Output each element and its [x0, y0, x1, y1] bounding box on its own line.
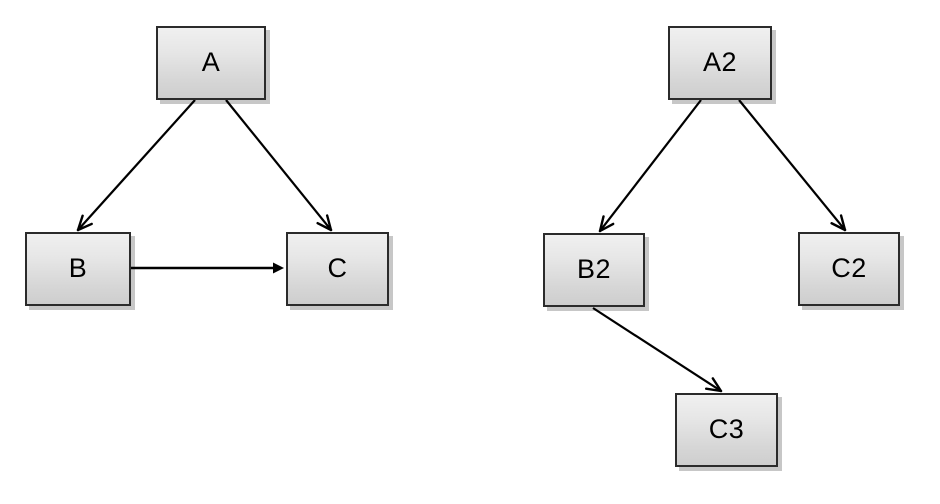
edge-line [599, 99, 702, 231]
edge-line [592, 307, 721, 392]
node-label: C [327, 253, 348, 283]
arrowhead-open-icon [704, 387, 723, 393]
node-b[interactable]: B [25, 232, 131, 306]
edge-line [77, 99, 196, 230]
arrowhead-open-icon [316, 221, 333, 232]
arrowhead-open-icon [598, 215, 605, 233]
edge-a2-to-b2[interactable] [598, 99, 702, 233]
edge-b-to-c[interactable] [131, 262, 284, 274]
node-c2[interactable]: C2 [798, 232, 900, 306]
node-label: C2 [831, 253, 867, 283]
edge-line [225, 99, 332, 230]
arrowhead-open-icon [325, 214, 333, 232]
edges-group [76, 99, 847, 393]
node-label: B2 [576, 254, 612, 284]
node-a2[interactable]: A2 [668, 26, 772, 100]
arrowhead-open-icon [839, 214, 847, 232]
edge-b2-to-c3[interactable] [592, 307, 723, 393]
node-label: A [201, 47, 221, 77]
node-a[interactable]: A [156, 26, 266, 100]
edge-a-to-c[interactable] [225, 99, 333, 232]
node-label: C3 [708, 414, 745, 444]
node-c[interactable]: C [286, 232, 389, 306]
edge-line [738, 99, 846, 230]
arrowhead-filled-icon [273, 262, 284, 274]
arrowhead-open-icon [598, 222, 615, 233]
arrowhead-open-icon [76, 222, 93, 232]
node-label: B [68, 253, 88, 283]
arrowhead-open-icon [76, 214, 84, 232]
node-label: A2 [702, 47, 738, 77]
edge-a2-to-c2[interactable] [738, 99, 847, 232]
node-c3[interactable]: C3 [675, 393, 778, 467]
arrowhead-open-icon [830, 222, 847, 232]
node-b2[interactable]: B2 [543, 233, 645, 307]
edge-a-to-b[interactable] [76, 99, 196, 232]
arrowhead-open-icon [711, 377, 723, 393]
